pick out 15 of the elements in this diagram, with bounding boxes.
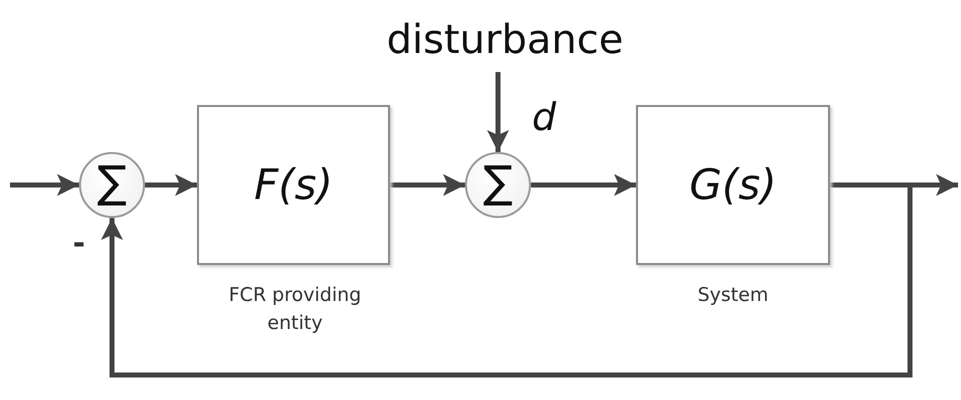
transfer-function: F(s) xyxy=(254,164,333,206)
arrow xyxy=(145,174,197,196)
transfer-function: G(s) xyxy=(689,164,777,206)
arrow xyxy=(487,72,509,152)
block-caption: FCR providing entity xyxy=(228,283,362,336)
input-arrow xyxy=(10,174,79,196)
signal-name: disturbance xyxy=(386,20,624,60)
arrow xyxy=(390,174,465,196)
transfer-function-block xyxy=(636,105,830,265)
sum-symbol: ∑ xyxy=(483,161,513,205)
sum-symbol: ∑ xyxy=(97,161,127,205)
block-caption: System xyxy=(696,283,770,308)
sign-label: - xyxy=(72,225,86,263)
transfer-function-block xyxy=(197,105,390,265)
arrow xyxy=(531,174,636,196)
